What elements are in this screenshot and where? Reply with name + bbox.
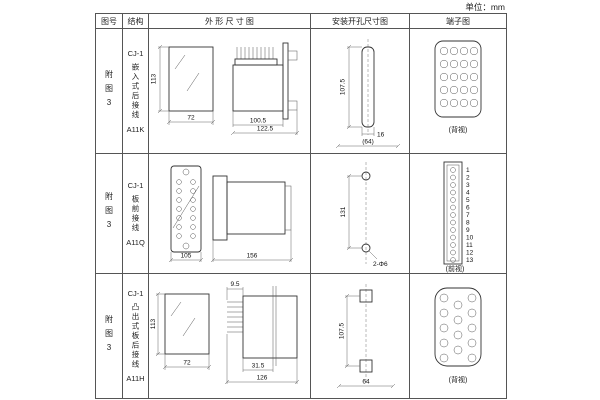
outline-drawing-a11k: 113 72 100.5	[151, 42, 300, 136]
mounting-cell-a11h: 107.5 64	[311, 274, 410, 398]
outline-cell-a11h: 113 72 9.5 31.5	[149, 274, 311, 398]
dim-mount-height: 107.5	[340, 78, 347, 95]
model-label: CJ-1	[127, 288, 144, 298]
terminal-cell-a11q: 1 2 3 4 5 6 7 8 9 10 11 12 13 (前视)	[410, 154, 506, 274]
terminal-cell-a11h: (背视)	[410, 274, 506, 398]
terminal-cell-a11k: (背视)	[410, 29, 506, 154]
svg-text:13: 13	[466, 257, 474, 264]
hole-dims: 131 2-Φ6	[340, 173, 388, 268]
dim-mount-height: 131	[340, 206, 347, 217]
hole-view	[359, 284, 373, 382]
side-view-dims: 9.5 31.5 126	[224, 281, 300, 385]
dim-length: 156	[247, 253, 258, 260]
type-label: 板前接线	[131, 194, 140, 233]
cutout-view	[361, 39, 375, 135]
front-view-dims: 105	[168, 252, 204, 263]
svg-text:12: 12	[466, 250, 474, 257]
outline-drawing-a11h: 113 72 9.5 31.5	[150, 281, 300, 385]
terminal-holes	[439, 293, 477, 363]
model-label: CJ-1	[127, 48, 144, 58]
cutout-dims: 107.5 16 (64)	[335, 44, 401, 149]
front-view	[170, 165, 202, 253]
fig-label: 附图3	[104, 69, 114, 113]
dim-spacing: 64	[362, 379, 370, 386]
struct-cell-a11h: CJ-1 凸出式板后接线 A11H	[123, 274, 149, 398]
hole-spec-label: 2-Φ6	[373, 261, 388, 268]
mounting-cell-a11k: 107.5 16 (64)	[311, 29, 410, 154]
svg-text:5: 5	[466, 197, 470, 204]
svg-text:6: 6	[466, 205, 470, 212]
terminal-holes	[439, 46, 479, 108]
side-view-dims: 156	[210, 230, 294, 263]
dim-height: 113	[150, 318, 157, 329]
header-mounting: 安装开孔尺寸图	[311, 14, 410, 29]
unit-label: 单位：mm	[465, 2, 505, 12]
outline-drawing-a11q: 105 156	[168, 165, 294, 263]
dim-width: 72	[187, 115, 195, 122]
svg-text:9: 9	[466, 227, 470, 234]
front-view-dims: 113 72	[151, 44, 216, 125]
svg-text:8: 8	[466, 220, 470, 227]
svg-text:10: 10	[466, 235, 474, 242]
mounting-drawing-a11q: 131 2-Φ6	[340, 162, 388, 268]
side-view	[227, 286, 298, 366]
mounting-drawing-a11k: 107.5 16 (64)	[335, 39, 401, 149]
terminal-numbers: 1 2 3 4 5 6 7 8 9 10 11 12 13	[466, 167, 474, 264]
header-terminal: 端子图	[410, 14, 506, 29]
terminal-drawing-a11q: 1 2 3 4 5 6 7 8 9 10 11 12 13 (前视)	[443, 161, 474, 273]
terminal-holes	[450, 167, 456, 263]
terminal-view-label: (背视)	[449, 125, 468, 134]
header-struct: 结构	[123, 14, 149, 29]
code-label: A11K	[126, 124, 145, 134]
fig-label: 附图3	[104, 314, 114, 358]
dim-overall: 122.5	[257, 126, 274, 133]
code-label: A11Q	[126, 237, 145, 247]
terminal-drawing-a11k: (背视)	[434, 40, 482, 134]
header-fig: 图号	[96, 14, 123, 29]
front-view	[168, 46, 214, 112]
side-view	[212, 175, 292, 241]
front-view	[164, 293, 210, 355]
type-label: 嵌入式后接线	[131, 62, 140, 120]
header-outline: 外 形 尺 寸 图	[149, 14, 311, 29]
struct-cell-a11k: CJ-1 嵌入式后接线 A11K	[123, 29, 149, 154]
outline-cell-a11k: 113 72 100.5	[149, 29, 311, 154]
dim-pin: 9.5	[230, 281, 239, 288]
dim-front: 105	[181, 253, 192, 260]
dim-spacing: (64)	[362, 139, 374, 146]
dim-body: 100.5	[250, 118, 267, 125]
svg-text:4: 4	[466, 190, 470, 197]
terminal-drawing-a11h: (背视)	[434, 287, 482, 384]
outline-cell-a11q: 105 156	[149, 154, 311, 274]
side-view-dims: 100.5 122.5	[230, 110, 300, 136]
svg-text:3: 3	[466, 182, 470, 189]
fig-cell-a11h: 附图3	[96, 274, 123, 398]
svg-text:2: 2	[466, 175, 470, 182]
hole-view	[361, 162, 371, 264]
dim-mount-height: 107.5	[339, 322, 346, 339]
mounting-drawing-a11h: 107.5 64	[336, 284, 396, 389]
dim-depth: 31.5	[252, 363, 265, 370]
dim-height: 113	[151, 73, 158, 84]
mounting-cell-a11q: 131 2-Φ6	[311, 154, 410, 274]
struct-cell-a11q: CJ-1 板前接线 A11Q	[123, 154, 149, 274]
dim-slot: 16	[377, 132, 385, 139]
code-label: A11H	[126, 374, 145, 384]
hole-dims: 107.5 64	[336, 293, 396, 389]
model-label: CJ-1	[127, 180, 144, 190]
svg-text:1: 1	[466, 167, 470, 174]
terminal-view-label: (前视)	[446, 264, 465, 273]
dim-overall: 126	[257, 375, 268, 382]
svg-text:7: 7	[466, 212, 470, 219]
terminal-view-label: (背视)	[449, 375, 468, 384]
spec-table: 图号 结构 外 形 尺 寸 图 安装开孔尺寸图 端子图 附图3 CJ-1 嵌入式…	[95, 13, 507, 399]
svg-text:11: 11	[466, 242, 473, 249]
dim-width: 72	[183, 360, 191, 367]
type-label: 凸出式板后接线	[131, 302, 140, 370]
front-view-dims: 113 72	[150, 291, 212, 370]
fig-cell-a11q: 附图3	[96, 154, 123, 274]
fig-cell-a11k: 附图3	[96, 29, 123, 154]
side-view	[232, 42, 298, 120]
fig-label: 附图3	[104, 192, 114, 235]
